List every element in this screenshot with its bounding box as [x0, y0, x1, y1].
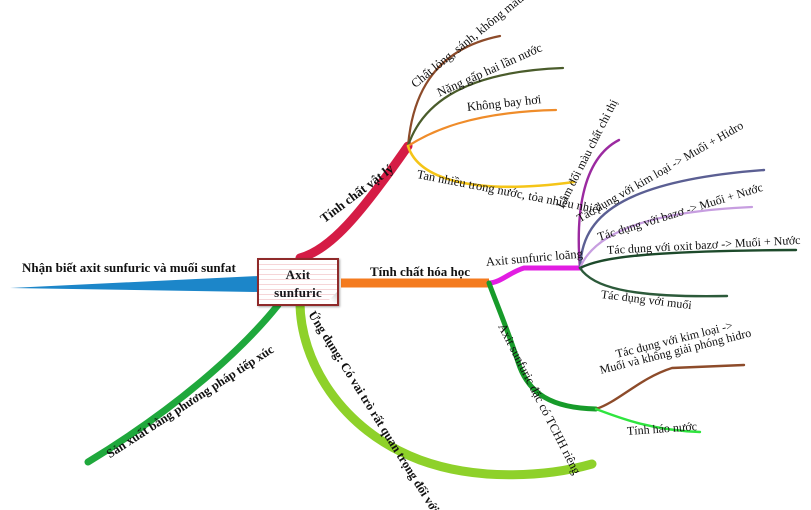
branch-physical-child-3-line — [406, 144, 576, 189]
branch-application-line — [295, 297, 597, 480]
branch-production-line — [84, 301, 282, 466]
branch-concentrated-child-0-line — [594, 363, 746, 411]
central-node-line1: Axit — [285, 267, 311, 282]
central-node-line2: sunfuric — [274, 285, 322, 300]
branch-physical-child-2-line — [406, 108, 558, 148]
branch-dilute-child-2-line — [578, 205, 754, 270]
branch-identify-line — [10, 276, 258, 292]
branch-dilute-child-1-line — [578, 168, 766, 270]
branch-dilute-child-4-line — [578, 266, 729, 298]
branch-physical-child-1-line — [406, 66, 565, 148]
branch-physical-line — [295, 141, 413, 263]
branch-dilute-child-0-line — [577, 138, 621, 270]
branch-label-identify[interactable]: Nhận biết axit sunfuric và muối sunfat — [22, 260, 236, 275]
central-node[interactable]: Axit sunfuric — [257, 258, 339, 306]
branch-label-chemical[interactable]: Tính chất hóa học — [370, 264, 471, 279]
branch-physical-child-0-line — [406, 34, 502, 148]
branch-concentrated-child-1-line — [594, 407, 702, 434]
branch-dilute-child-3-line — [578, 248, 798, 270]
branch-dilute-line — [486, 265, 583, 286]
branch-concentrated-line — [486, 280, 599, 412]
